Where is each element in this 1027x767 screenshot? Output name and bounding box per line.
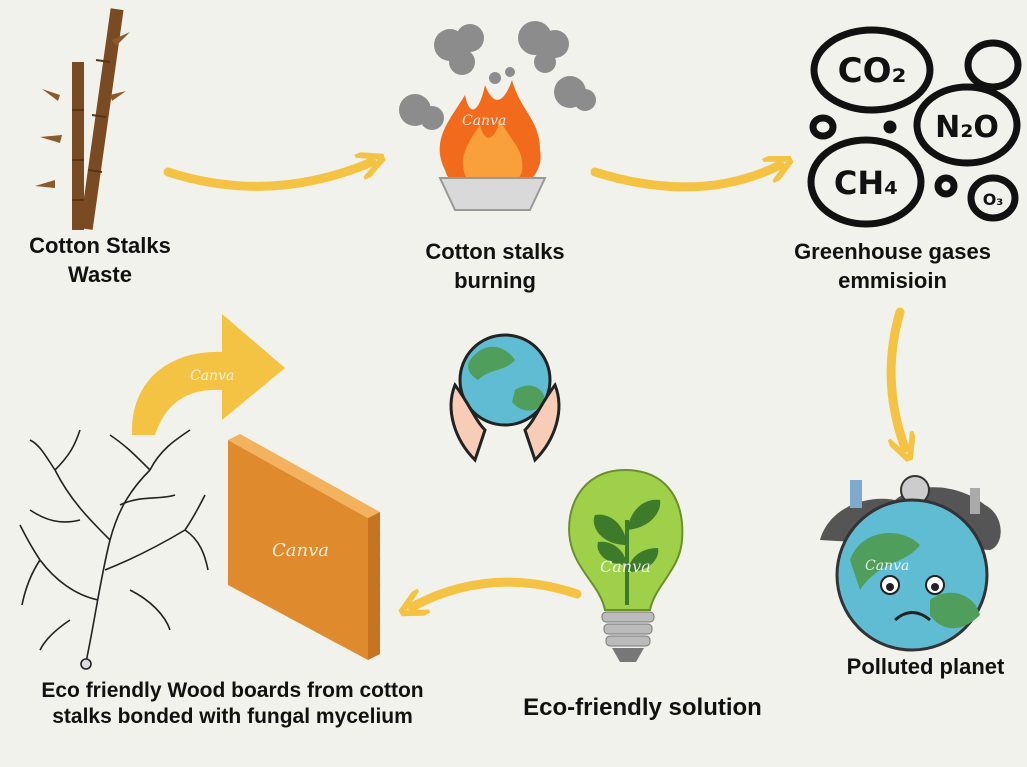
- greenhouse-gases-icon: [807, 26, 1022, 228]
- gas-o3: O₃: [983, 190, 1004, 209]
- polluted-planet-icon: [820, 475, 1001, 652]
- label-cotton-stalks-burning: Cotton stalks burning: [425, 239, 565, 293]
- label-polluted-planet: Polluted planet: [846, 654, 1005, 679]
- watermarks: Canva Canva Canva Canva Canva: [190, 113, 909, 576]
- gas-n2o: N₂O: [935, 110, 999, 145]
- label-eco-friendly-solution: Eco-friendly solution: [523, 694, 762, 721]
- label-cotton-stalks-waste: Cotton Stalks Waste: [29, 233, 171, 287]
- light-bulb-icon: [568, 468, 684, 662]
- label-eco-wood-boards: Eco friendly Wood boards from cotton sta…: [41, 679, 424, 729]
- watermark: Canva: [462, 113, 506, 129]
- gas-ch4: CH₄: [834, 164, 898, 202]
- flow-arrows: [163, 162, 905, 607]
- wood-board-icon: [228, 434, 381, 660]
- label-greenhouse-gases: Greenhouse gases emmisioin: [794, 239, 991, 293]
- gas-co2: CO₂: [838, 51, 907, 91]
- big-arrow-icon: [131, 314, 285, 435]
- watermark: Canva: [272, 540, 329, 561]
- watermark: Canva: [865, 558, 909, 574]
- watermark: Canva: [190, 368, 234, 384]
- hands-earth-icon: [449, 333, 561, 463]
- burning-stalks-icon: [399, 21, 596, 211]
- cotton-stalks-icon: [35, 8, 130, 230]
- mycelium-icon: [19, 429, 209, 670]
- watermark: Canva: [600, 557, 651, 576]
